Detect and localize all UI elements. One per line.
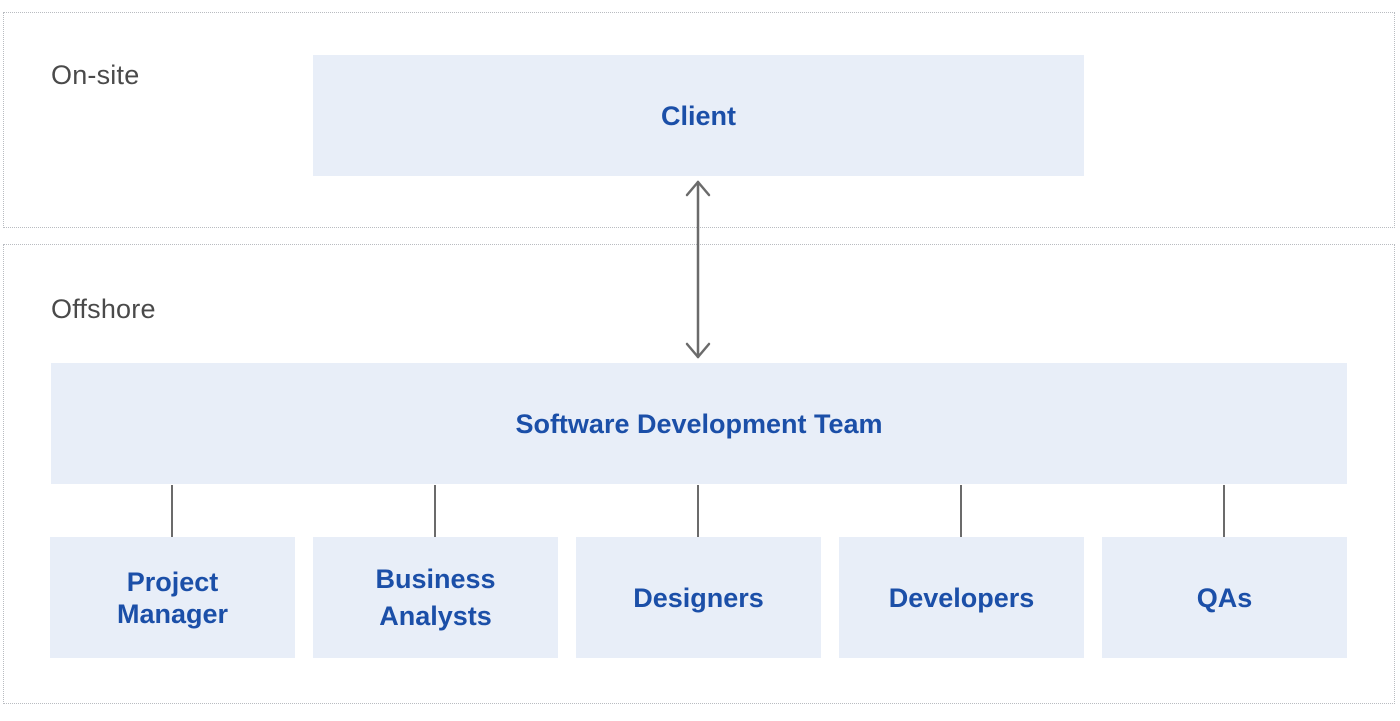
role-label: QAs — [1196, 582, 1253, 613]
onsite-zone-label: On-site — [51, 60, 140, 90]
role-label-line1: Business — [375, 563, 496, 594]
client-label: Client — [660, 100, 736, 131]
role-box-business-analysts: Business Analysts — [313, 537, 558, 658]
client-box: Client — [313, 55, 1084, 176]
role-label: Developers — [888, 582, 1035, 613]
offshore-zone-label: Offshore — [51, 294, 156, 324]
role-label-line1: Project — [126, 566, 219, 597]
role-label-line2: Analysts — [379, 600, 492, 631]
role-box-designers: Designers — [576, 537, 821, 658]
role-label-line2: Manager — [116, 598, 229, 629]
team-label: Software Development Team — [515, 408, 883, 439]
role-label: Designers — [633, 582, 764, 613]
role-box-project-manager: Project Manager — [50, 537, 295, 658]
role-box-qas: QAs — [1102, 537, 1347, 658]
software-development-team-box: Software Development Team — [51, 363, 1347, 484]
role-box-developers: Developers — [839, 537, 1084, 658]
